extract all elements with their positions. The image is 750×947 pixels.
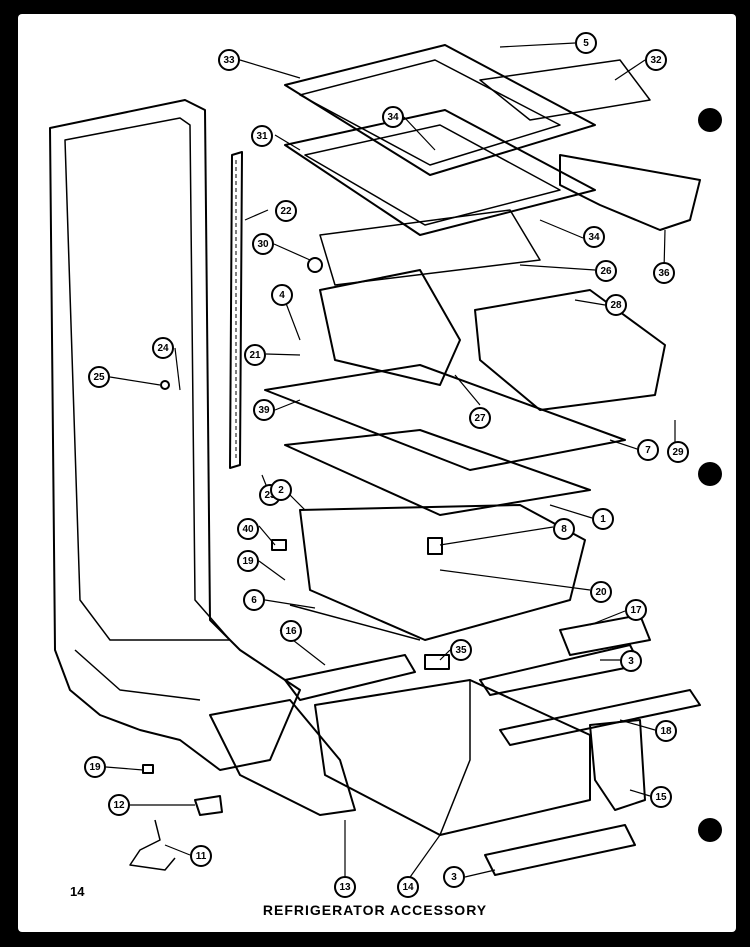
binder-hole-middle [698,462,722,486]
cabinet-liner [49,99,301,771]
tab-35 [424,654,450,670]
callout-33: 33 [218,49,240,71]
screw-25 [160,380,170,390]
callout-5: 5 [575,32,597,54]
figure-caption: REFRIGERATOR ACCESSORY [262,902,488,918]
callout-1: 1 [592,508,614,530]
spacer-8 [427,537,443,555]
page-number: 14 [70,884,85,899]
middle-shelf-frame [284,429,591,516]
callout-6: 6 [243,589,265,611]
left-frame [209,699,356,816]
rail-3-lower [484,824,636,876]
bin-cover [479,59,651,121]
wire-11 [129,819,176,871]
callout-3-lower: 3 [443,866,465,888]
callout-28: 28 [605,294,627,316]
callout-29: 29 [667,441,689,463]
callout-13: 13 [334,876,356,898]
callout-22: 22 [275,200,297,222]
cabinet-inner-wall [64,117,231,641]
callout-16: 16 [280,620,302,642]
callout-17: 17 [625,599,647,621]
rail-17 [559,614,651,656]
top-shelf-frame [284,44,596,176]
cover-18 [499,689,701,746]
binder-hole-bottom [698,818,722,842]
callout-15: 15 [650,786,672,808]
callout-24: 24 [152,337,174,359]
crisper-drawer [299,504,586,641]
callout-32: 32 [645,49,667,71]
callout-40: 40 [237,518,259,540]
shelf-rail [229,151,243,469]
callout-8: 8 [553,518,575,540]
bottom-drawer [314,679,591,836]
callout-12: 12 [108,794,130,816]
drawing-sheet [18,14,736,932]
glass-shelf [264,364,626,471]
callout-36: 36 [653,262,675,284]
callout-4: 4 [271,284,293,306]
bolt-40 [271,539,287,551]
callout-30: 30 [252,233,274,255]
callout-20: 20 [590,581,612,603]
callout-27: 27 [469,407,491,429]
lower-rail-16 [284,654,416,701]
callout-26: 26 [595,260,617,282]
callout-3-upper: 3 [620,650,642,672]
callout-19-lower: 19 [84,756,106,778]
callout-19-middle: 19 [237,550,259,572]
callout-34-upper: 34 [382,106,404,128]
callout-18: 18 [655,720,677,742]
callout-2: 2 [270,479,292,501]
callout-39: 39 [253,399,275,421]
lower-rail [289,604,421,641]
callout-14: 14 [397,876,419,898]
callout-7: 7 [637,439,659,461]
clip-12 [194,795,223,816]
rail-3-upper [479,644,641,696]
callout-11: 11 [190,845,212,867]
binder-hole-top [698,108,722,132]
callout-25: 25 [88,366,110,388]
right-frame [589,719,646,811]
callout-21: 21 [244,344,266,366]
callout-35: 35 [450,639,472,661]
callout-34-lower: 34 [583,226,605,248]
knob-30 [307,257,323,273]
upper-drawer-left [319,269,461,386]
door-bin [559,154,701,231]
callout-31: 31 [251,125,273,147]
upper-drawer-right [474,289,666,411]
pin-19 [142,764,154,774]
